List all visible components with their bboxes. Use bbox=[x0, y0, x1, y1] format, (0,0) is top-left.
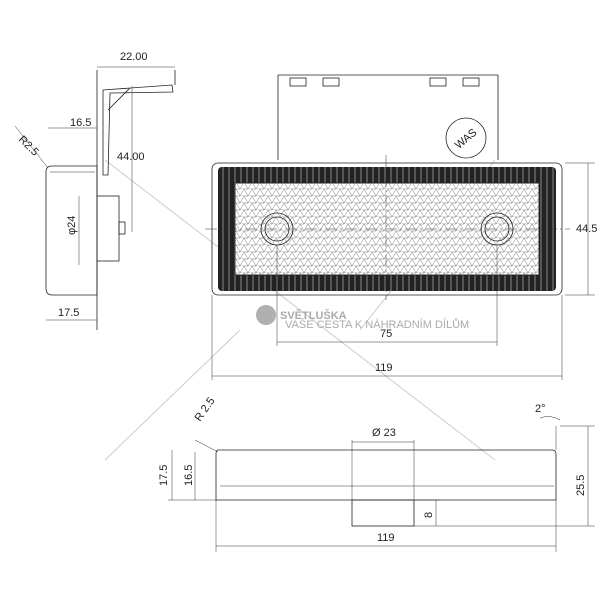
bottom-angle: 2° bbox=[535, 403, 546, 415]
watermark-tagline: VAŠE CESTA K NÁHRADNÍM DÍLŮM bbox=[285, 318, 469, 331]
watermark-brand: SVĚTLUŠKA bbox=[280, 309, 347, 322]
front-dim-width: 119 bbox=[375, 362, 393, 374]
bottom-diameter: Ø 23 bbox=[372, 427, 396, 439]
front-dim-height: 44.5 bbox=[576, 223, 597, 235]
bottom-dim-boss: 8 bbox=[423, 512, 435, 518]
side-dim-depth: 17.5 bbox=[58, 307, 79, 319]
side-view: 22.00 44.00 16.5 R2.5 φ24 17.5 bbox=[14, 51, 176, 330]
bottom-view: Ø 23 R 2.5 17.5 16.5 2° 25.5 8 119 bbox=[158, 395, 595, 552]
was-logo-icon bbox=[445, 117, 487, 159]
bottom-radius: R 2.5 bbox=[193, 395, 218, 423]
front-dim-holes: 75 bbox=[380, 328, 392, 340]
watermark: SVĚTLUŠKA VAŠE CESTA K NÁHRADNÍM DÍLŮM bbox=[256, 305, 469, 331]
side-diameter: φ24 bbox=[66, 216, 78, 235]
side-radius: R2.5 bbox=[16, 134, 41, 159]
bottom-dim-total: 25.5 bbox=[575, 475, 587, 496]
front-view: WAS 44.5 75 119 bbox=[205, 74, 597, 380]
bottom-dim-width: 119 bbox=[377, 532, 395, 544]
side-dim-offset: 16.5 bbox=[70, 117, 91, 129]
side-dim-top: 22.00 bbox=[120, 51, 148, 63]
bottom-dim-h1: 17.5 bbox=[158, 465, 170, 486]
watermark-logo-icon bbox=[256, 305, 276, 325]
logo-text: WAS bbox=[453, 127, 480, 152]
bottom-dim-h2: 16.5 bbox=[183, 465, 195, 486]
side-dim-height: 44.00 bbox=[117, 151, 145, 163]
